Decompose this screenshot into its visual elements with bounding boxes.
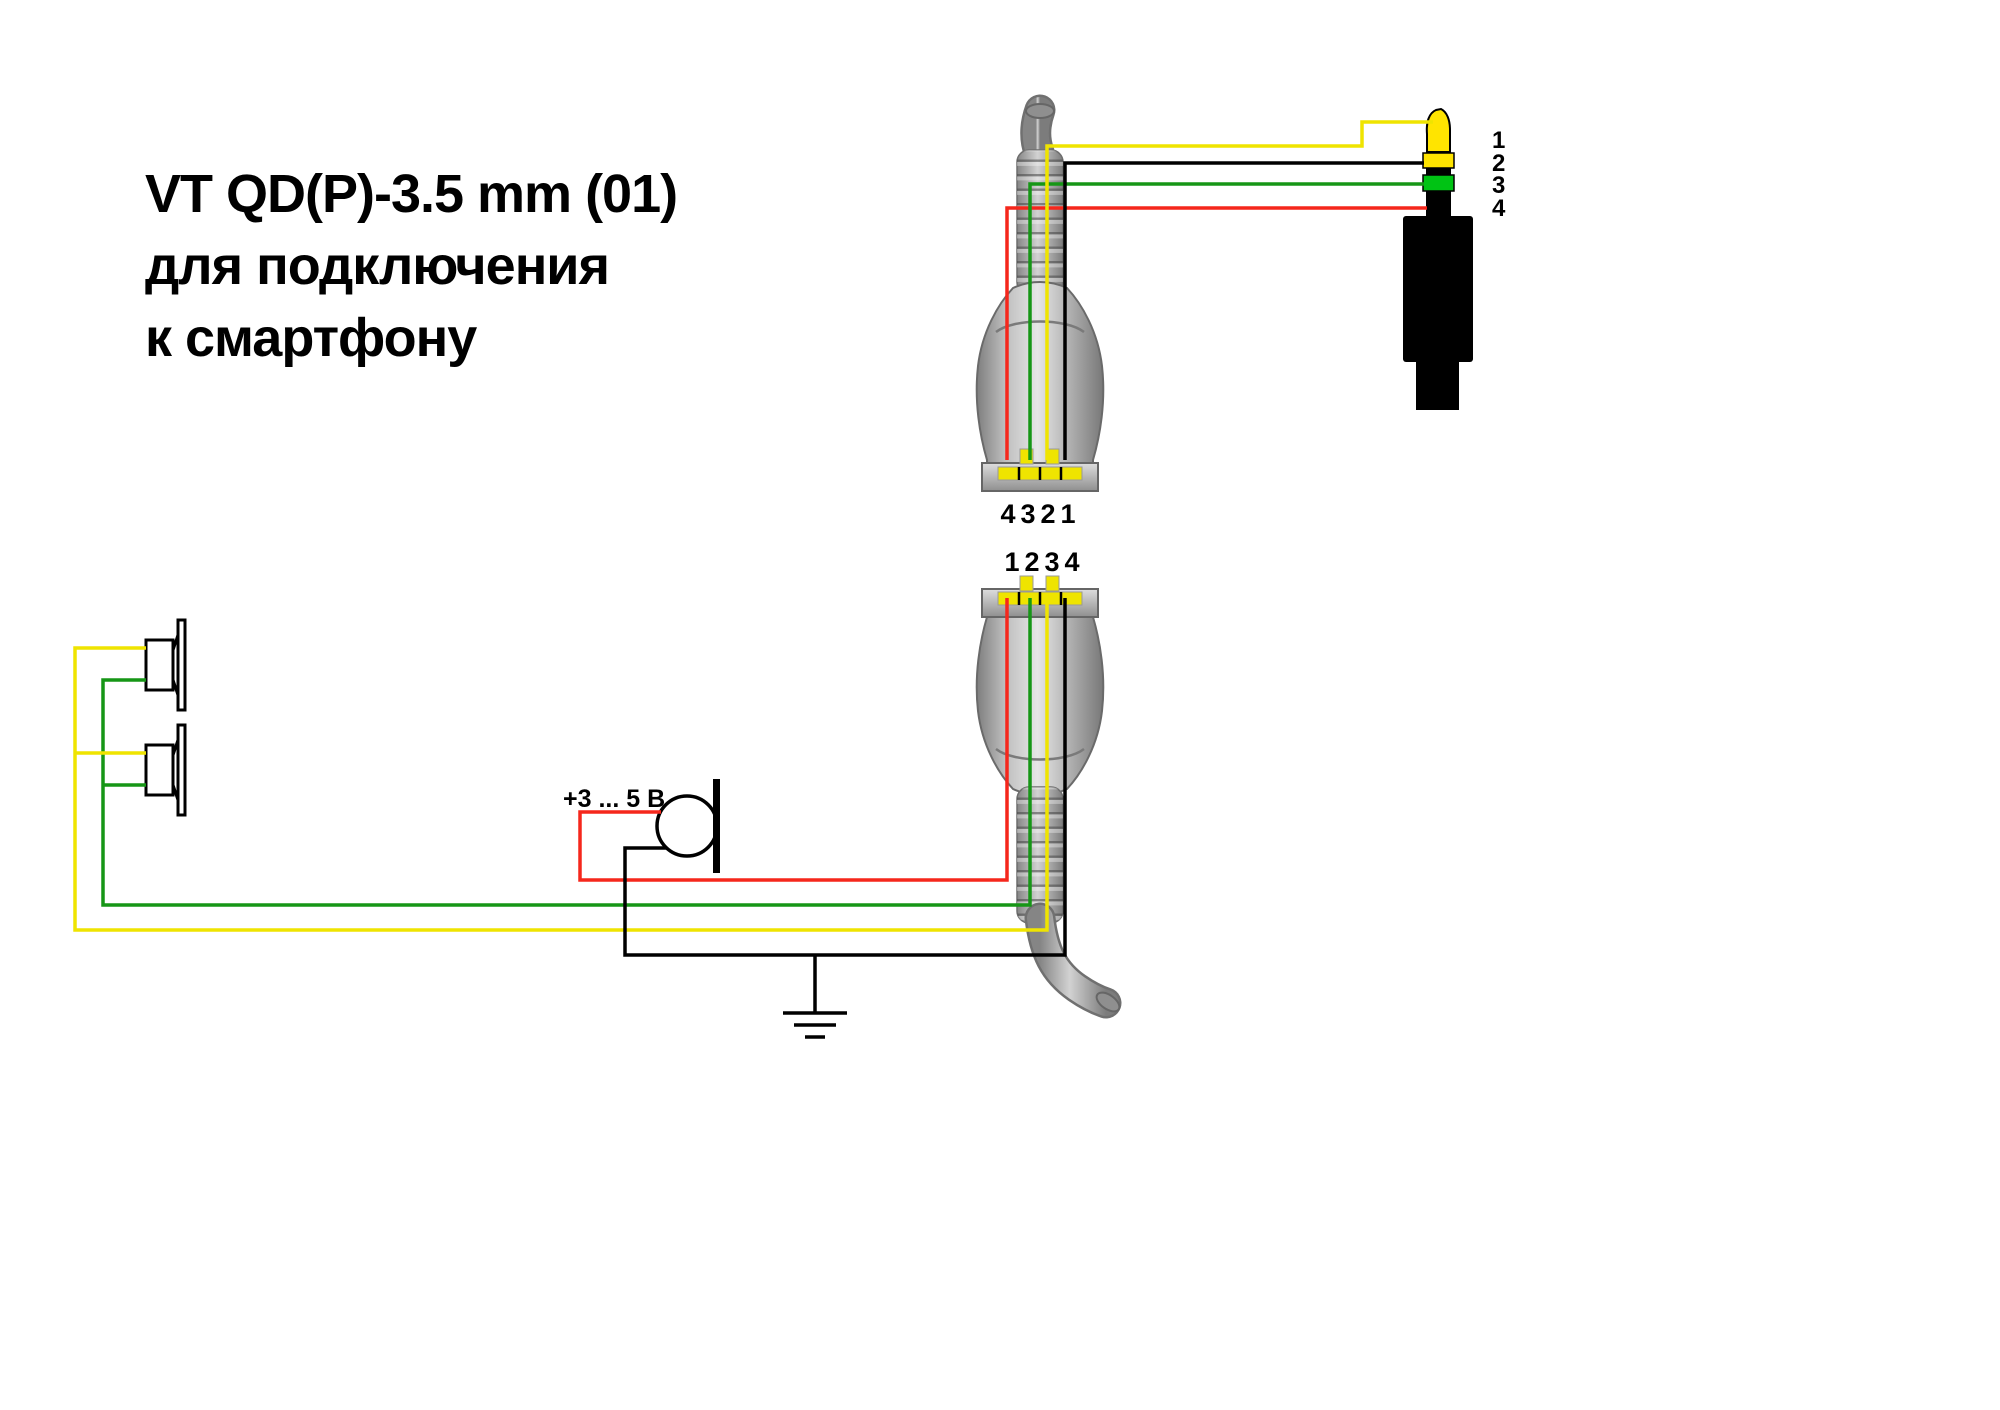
top-pin-label-1: 1 [1060, 499, 1075, 529]
wire-green-top-to-plug-3 [1028, 182, 1424, 460]
bottom-pin-tab-left [1019, 575, 1034, 592]
speaker-bottom-magnet [144, 743, 175, 797]
bottom-pin-tab-right [1045, 575, 1060, 592]
labels: +3 ... 5 В 4 3 2 1 1 2 3 4 1 2 3 4 [563, 127, 1506, 813]
speaker-bottom [144, 723, 187, 817]
plug-sleeve-neck [1426, 191, 1451, 216]
microphone [655, 779, 720, 873]
plug-ring-2-green [1422, 174, 1455, 192]
plug-insulator-band [1426, 168, 1451, 175]
bottom-pin-label-4: 4 [1064, 547, 1079, 577]
top-connector-body [975, 281, 1105, 464]
top-pin-label-4: 4 [1000, 499, 1015, 529]
bottom-pin-label-2: 2 [1024, 547, 1039, 577]
wire-red-mic-power [578, 598, 1009, 882]
top-cable-cut-face [1025, 103, 1055, 119]
title-line-3: к смартфону [145, 308, 477, 368]
plug-ring-1-yellow [1422, 152, 1455, 169]
top-strain-relief-ribs [1017, 150, 1063, 294]
microphone-plate [713, 779, 720, 873]
top-pin-label-3: 3 [1020, 499, 1035, 529]
speaker-bottom-baffle [176, 723, 187, 817]
wire-red-top-to-plug-4 [1005, 206, 1427, 460]
bottom-connector-collar-line [995, 747, 1085, 761]
bottom-cable-cut-face [1095, 991, 1121, 1013]
mic-voltage-label: +3 ... 5 В [563, 785, 665, 813]
title-line-2: для подключения [145, 236, 609, 296]
bottom-pin-strip-notches [1017, 592, 1063, 605]
wire-black-top-to-plug-2 [1063, 161, 1424, 460]
bottom-pin-label-1: 1 [1004, 547, 1019, 577]
speaker-top-magnet [144, 638, 175, 692]
top-pin-strip-notches [1017, 467, 1063, 480]
ground-symbol [783, 1011, 847, 1039]
plug-body-lower [1416, 362, 1459, 410]
bottom-cable [1027, 905, 1119, 1016]
plug-body [1403, 216, 1473, 362]
plug-contact-label-4: 4 [1492, 195, 1506, 222]
wire-green-speakers [101, 598, 1032, 907]
speaker-top-baffle [176, 618, 187, 712]
wiring [73, 120, 1433, 1039]
wire-yellow-speakers [73, 598, 1049, 932]
wire-yellow-top-to-plug-tip [1045, 120, 1433, 460]
plug-contact-label-3: 3 [1492, 172, 1505, 199]
bottom-connector-body [975, 616, 1105, 796]
plug-contact-label-2: 2 [1492, 150, 1505, 177]
speaker-top [144, 618, 187, 712]
trrs-plug [1403, 107, 1473, 410]
plug-tip [1425, 107, 1451, 153]
bottom-pin-label-3: 3 [1044, 547, 1059, 577]
qd-connector-bottom [975, 575, 1122, 1019]
wire-black-ground [623, 598, 1067, 957]
title-line-1: VT QD(P)-3.5 mm (01) [145, 164, 677, 224]
title-block: VT QD(P)-3.5 mm (01) для подключения к с… [145, 164, 678, 368]
top-connector-collar-line [995, 320, 1085, 334]
top-pin-label-2: 2 [1040, 499, 1055, 529]
plug-contact-label-1: 1 [1492, 127, 1505, 154]
